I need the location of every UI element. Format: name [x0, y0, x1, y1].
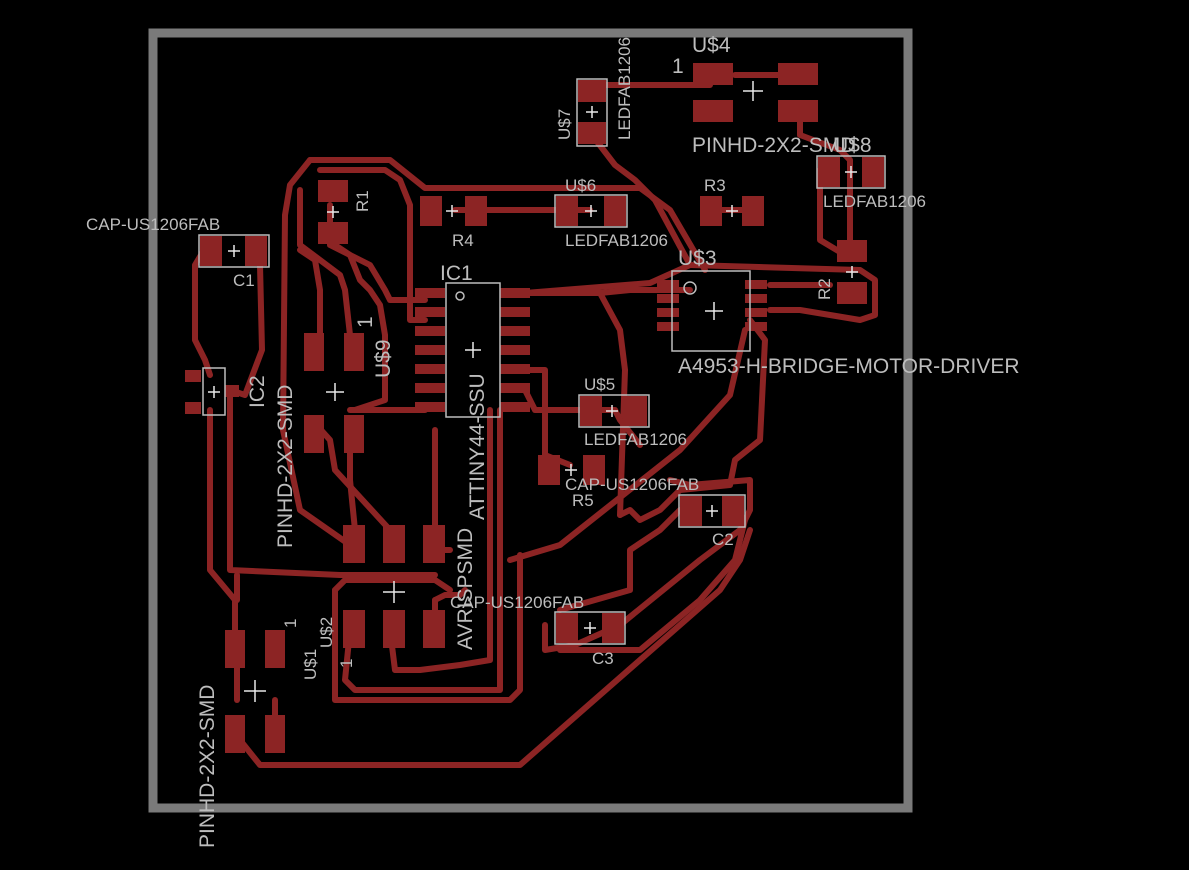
usd9-pin1: 1: [354, 316, 377, 328]
r4-name: R4: [452, 231, 474, 250]
usd4-pin1: 1: [672, 55, 684, 78]
usd2-value: AVRISPSMD: [454, 528, 477, 650]
usd1-pin1: 1: [281, 619, 300, 628]
board-outline: [148, 28, 913, 813]
r2-name: R2: [815, 278, 834, 300]
c1-name: C1: [233, 271, 255, 290]
r5-name: R5: [572, 491, 594, 510]
c2-value: CAP-US1206FAB: [565, 475, 699, 494]
copper-pads: [185, 63, 884, 753]
usd9-name: U$9: [372, 339, 395, 378]
usd1-value: PINHD-2X2-SMD: [196, 685, 219, 848]
usd7-name: U$7: [555, 109, 574, 140]
usd8-value: LEDFAB1206: [823, 192, 926, 211]
ic1-name: IC1: [440, 262, 473, 285]
r1-name: R1: [353, 190, 372, 212]
usd9-value: PINHD-2X2-SMD: [274, 385, 297, 548]
usd2-pin1: 1: [337, 659, 356, 668]
usd1-name: U$1: [301, 649, 320, 680]
c1-value: CAP-US1206FAB: [86, 215, 220, 234]
ic2-name: IC2: [246, 375, 269, 408]
copper-traces: [192, 72, 878, 768]
usd4-name: U$4: [692, 34, 731, 57]
ic1-value: ATTINY44-SSU: [466, 373, 489, 520]
c3-value: CAP-US1206FAB: [450, 593, 584, 612]
r3-name: R3: [704, 176, 726, 195]
origin-crosses: [208, 81, 858, 702]
silk-labels: U$4 1 PINHD-2X2-SMD LEDFAB1206 U$7 U$8 L…: [86, 34, 1020, 848]
c2-name: C2: [712, 530, 734, 549]
usd6-name: U$6: [565, 176, 596, 195]
usd4-value: PINHD-2X2-SMD: [692, 134, 855, 157]
usd5-name: U$5: [584, 375, 615, 394]
usd2-name: U$2: [317, 617, 336, 648]
c3-name: C3: [592, 649, 614, 668]
usd7-value: LEDFAB1206: [615, 37, 634, 140]
silk-outlines: [198, 78, 886, 645]
usd6-value: LEDFAB1206: [565, 231, 668, 250]
usd8-name: U$8: [833, 134, 872, 157]
usd5-value: LEDFAB1206: [584, 430, 687, 449]
usd3-name: U$3: [678, 247, 717, 270]
usd3-value: A4953-H-BRIDGE-MOTOR-DRIVER: [678, 355, 1020, 378]
